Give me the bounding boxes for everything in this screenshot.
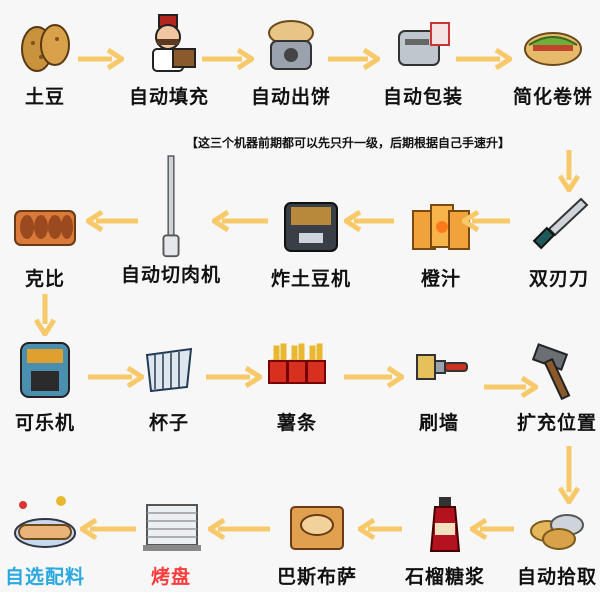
kebab-tray-icon xyxy=(11,196,79,258)
node-label: 自选配料 xyxy=(4,566,85,588)
arrow-left xyxy=(212,210,268,232)
arrow-left xyxy=(86,210,138,232)
arrow-left xyxy=(80,518,136,540)
arrow-right xyxy=(202,48,254,70)
node-kebab: 克比 xyxy=(0,196,90,291)
arrow-down xyxy=(558,446,580,504)
node-label: 自动出饼 xyxy=(250,86,331,108)
arrow-left xyxy=(470,518,514,540)
node-double-knife: 双刃刀 xyxy=(514,196,600,291)
deep-fryer-icon xyxy=(277,196,345,258)
node-label: 薯条 xyxy=(276,412,317,434)
node-orange-juice: 橙汁 xyxy=(396,196,486,291)
node-auto-slicer: 自动切肉机 xyxy=(121,150,220,287)
arrow-left xyxy=(358,518,402,540)
potato-icon xyxy=(11,14,79,76)
node-baking-tray: 烤盘 xyxy=(126,494,216,589)
node-simple-roll: 简化卷饼 xyxy=(508,14,598,109)
node-expand-space: 扩充位置 xyxy=(512,340,600,435)
node-label: 炸土豆机 xyxy=(270,268,351,290)
node-label: 扩充位置 xyxy=(516,412,597,434)
arrow-right xyxy=(206,366,262,388)
node-custom-toppings: 自选配料 xyxy=(0,494,90,589)
node-auto-bake: 自动出饼 xyxy=(246,14,336,109)
meat-slicer-icon xyxy=(137,150,205,260)
node-label: 橙汁 xyxy=(420,268,461,290)
node-cup: 杯子 xyxy=(124,340,214,435)
wrap-sandwich-icon xyxy=(519,14,587,76)
node-label: 可乐机 xyxy=(14,412,75,434)
arrow-right xyxy=(328,48,380,70)
node-label: 杯子 xyxy=(148,412,189,434)
node-label: 自动拾取 xyxy=(516,566,597,588)
node-fry-machine: 炸土豆机 xyxy=(266,196,356,291)
baking-tray-icon xyxy=(137,494,205,556)
node-paint-wall: 刷墙 xyxy=(394,340,484,435)
orange-juice-icon xyxy=(407,196,475,258)
node-cola-machine: 可乐机 xyxy=(0,340,90,435)
arrow-down xyxy=(558,150,580,192)
cup-icon xyxy=(135,340,203,402)
node-label: 克比 xyxy=(24,268,65,290)
node-label: 石榴糖浆 xyxy=(404,566,485,588)
arrow-right xyxy=(78,48,124,70)
node-fries: 薯条 xyxy=(252,340,342,435)
fries-icon xyxy=(263,340,331,402)
arrow-right xyxy=(344,366,404,388)
flatbread-machine-icon xyxy=(257,14,325,76)
node-label: 自动填充 xyxy=(128,86,209,108)
node-label: 刷墙 xyxy=(418,412,459,434)
node-auto-pickup: 自动拾取 xyxy=(512,494,600,589)
cake-box-icon xyxy=(283,494,351,556)
node-potato: 土豆 xyxy=(0,14,90,109)
node-label: 巴斯布萨 xyxy=(276,566,357,588)
node-label: 自动包装 xyxy=(382,86,463,108)
chef-worker-icon xyxy=(135,14,203,76)
arrow-left xyxy=(344,210,394,232)
node-label: 双刃刀 xyxy=(528,268,589,290)
hammer-icon xyxy=(523,340,591,402)
node-label: 自动切肉机 xyxy=(121,264,222,286)
paint-brush-icon xyxy=(405,340,473,402)
node-barbusa: 巴斯布萨 xyxy=(272,494,362,589)
coins-icon xyxy=(523,494,591,556)
node-label: 简化卷饼 xyxy=(512,86,593,108)
arrow-down xyxy=(34,294,56,336)
knife-icon xyxy=(525,196,593,258)
node-label: 土豆 xyxy=(24,86,65,108)
toppings-icon xyxy=(11,494,79,556)
node-label: 烤盘 xyxy=(150,566,191,588)
cola-machine-icon xyxy=(11,340,79,402)
arrow-right xyxy=(88,366,144,388)
syrup-bottle-icon xyxy=(411,494,479,556)
upgrade-note: 【这三个机器前期都可以先只升一级，后期根据自己手速升】 xyxy=(186,136,511,150)
packing-machine-icon xyxy=(389,14,457,76)
arrow-right xyxy=(484,376,538,398)
node-auto-pack: 自动包装 xyxy=(378,14,468,109)
arrow-left xyxy=(462,210,510,232)
arrow-right xyxy=(456,48,512,70)
node-pomegranate-syrup: 石榴糖浆 xyxy=(400,494,490,589)
node-auto-fill: 自动填充 xyxy=(124,14,214,109)
arrow-left xyxy=(208,518,270,540)
